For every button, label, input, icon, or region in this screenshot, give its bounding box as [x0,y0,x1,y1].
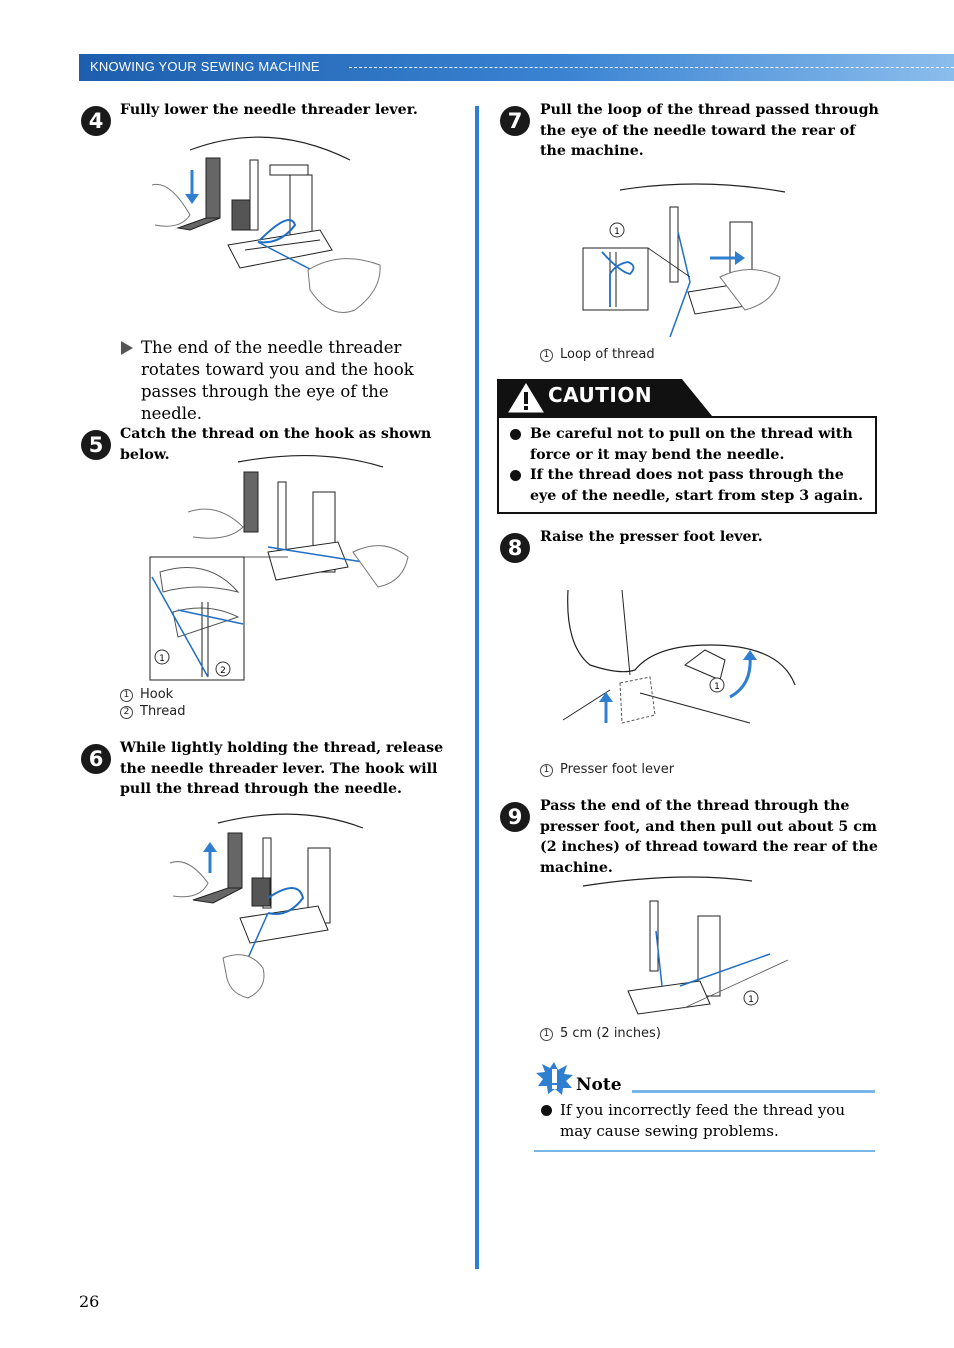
page-number: 26 [79,1292,100,1311]
step-4-result-text: The end of the needle threader rotates t… [141,338,414,423]
bullet-icon [510,429,521,440]
step-4-illustration [151,136,381,313]
step-4-title: Fully lower the needle threader lever. [120,102,418,118]
result-arrow-icon [121,341,133,355]
note-burst-icon [536,1062,573,1095]
step-9-badge: 9 [500,802,530,832]
step-8-title: Raise the presser foot lever. [540,529,763,545]
step-6-title: While lightly holding the thread, releas… [120,740,444,797]
step-9-legend: 1 5 cm (2 inches) [540,1025,661,1042]
legend-label: Hook [140,687,174,702]
svg-text:1: 1 [714,682,720,692]
step-6-illustration [169,813,364,999]
warning-triangle-icon [508,383,544,413]
step-6-badge: 6 [81,744,111,774]
caution-item: If the thread does not pass through the … [530,467,864,504]
caution-title: CAUTION [548,383,653,407]
step-8-legend: 1 Presser foot lever [540,761,674,778]
step-7-badge: 7 [500,106,530,136]
step-7-title: Pull the loop of the thread passed throu… [540,102,879,159]
legend-number: 1 [120,689,133,702]
legend-item: 2 Thread [120,703,185,720]
step-5-illustration: 1 2 [149,455,409,681]
legend-item: 1 5 cm (2 inches) [540,1025,661,1042]
svg-text:1: 1 [159,654,165,664]
caution-item: Be careful not to pull on the thread wit… [530,426,853,463]
step-4-result: The end of the needle threader rotates t… [121,337,451,425]
legend-number: 1 [540,349,553,362]
section-header-band: KNOWING YOUR SEWING MACHINE [79,54,954,81]
step-9-title: Pass the end of the thread through the p… [540,798,878,876]
legend-label: Loop of thread [560,347,655,362]
step-7-legend: 1 Loop of thread [540,346,655,363]
legend-label: 5 cm (2 inches) [560,1026,661,1041]
step-5-legend: 1 Hook 2 Thread [120,686,185,720]
legend-label: Thread [140,704,186,719]
header-dashed-line [349,67,954,68]
bullet-icon [510,470,521,481]
step-8-badge: 8 [500,533,530,563]
step-5-badge: 5 [81,430,111,460]
caution-box [497,416,877,514]
column-divider [475,106,479,1269]
step-8-illustration: 1 [562,589,796,724]
step-9-illustration: 1 [582,876,789,1015]
step-4-badge: 4 [81,106,111,136]
legend-number: 2 [120,706,133,719]
legend-number: 1 [540,764,553,777]
bullet-icon [541,1105,552,1116]
svg-text:1: 1 [614,227,620,237]
note-divider-bottom [534,1150,875,1152]
note-divider-top [632,1090,875,1093]
note-item: If you incorrectly feed the thread you m… [560,1101,845,1140]
step-7-illustration: 1 [582,183,786,338]
svg-text:2: 2 [220,666,226,676]
note-title: Note [576,1075,622,1095]
legend-item: 1 Hook [120,686,185,703]
legend-item: 1 Loop of thread [540,346,655,363]
legend-number: 1 [540,1028,553,1041]
legend-item: 1 Presser foot lever [540,761,674,778]
svg-text:1: 1 [748,995,754,1005]
section-title: KNOWING YOUR SEWING MACHINE [90,59,320,74]
legend-label: Presser foot lever [560,762,675,777]
step-5-title: Catch the thread on the hook as shown be… [120,426,432,463]
